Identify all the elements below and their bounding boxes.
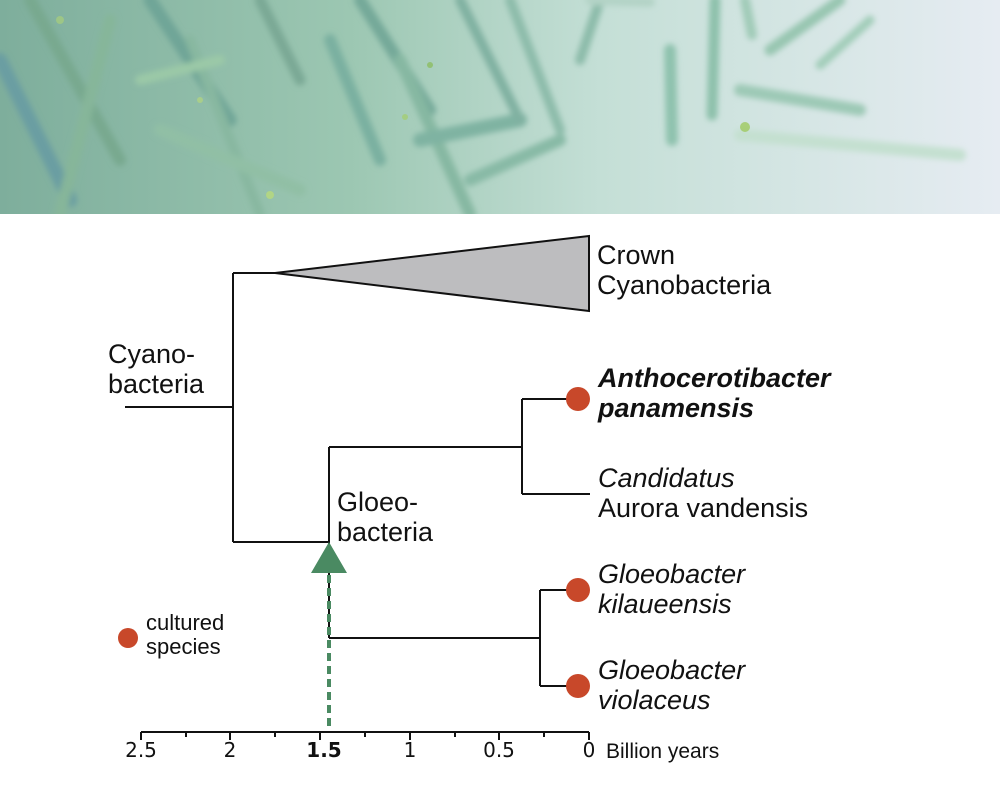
axis-tick-label-highlight: 1.5 [306, 738, 342, 762]
taxon-genus: Gloeobacter [598, 655, 746, 685]
clade-label-line: bacteria [337, 517, 434, 547]
axis-unit-label: Billion years [606, 740, 720, 763]
axis-tick-label: 0.5 [483, 738, 515, 762]
taxon-anthocerotibacter-panamensis: Anthocerotibacter panamensis [598, 363, 831, 423]
cultured-dot-violaceus [566, 674, 590, 698]
taxon-species: kilaueensis [598, 589, 732, 619]
clade-label-line: Gloeo- [337, 487, 419, 517]
taxon-genus: Gloeobacter [598, 559, 746, 589]
taxon-species: panamensis [598, 393, 755, 423]
legend-line: species [146, 634, 221, 659]
micrograph-photo [0, 0, 1000, 214]
clade-label-line: Cyano- [108, 339, 196, 369]
clade-label-gloeobacteria: Gloeo- bacteria [337, 487, 433, 547]
clade-label-crown: Crown Cyanobacteria [597, 240, 771, 300]
legend-dot [118, 628, 138, 648]
taxon-genus: Candidatus [598, 463, 735, 493]
axis-tick-label: 2 [223, 738, 237, 762]
axis-tick-label: 0 [582, 738, 596, 762]
taxon-candidatus-aurora-vandensis: Candidatus Aurora vandensis [598, 463, 808, 523]
clade-label-cyanobacteria: Cyano- bacteria [108, 339, 204, 399]
taxon-gloeobacter-kilaueensis: Gloeobacter kilaueensis [598, 559, 745, 619]
legend-line: cultured [146, 610, 225, 635]
divergence-triangle-icon [311, 542, 347, 573]
taxon-species: Aurora vandensis [598, 493, 809, 523]
crown-cyanobacteria-clade [274, 234, 590, 313]
clade-label-line: Cyanobacteria [597, 270, 772, 300]
clade-label-line: bacteria [108, 369, 205, 399]
cultured-dot-anthocerotibacter [566, 387, 590, 411]
axis-tick-label: 2.5 [125, 738, 157, 762]
taxon-genus: Anthocerotibacter [598, 363, 831, 393]
clade-label-line: Crown [597, 240, 676, 270]
taxon-gloeobacter-violaceus: Gloeobacter violaceus [598, 655, 745, 715]
cultured-dot-kilaueensis [566, 578, 590, 602]
taxon-species: violaceus [598, 685, 711, 715]
axis-tick-label: 1 [403, 738, 417, 762]
legend-cultured-species: cultured species [146, 611, 224, 659]
